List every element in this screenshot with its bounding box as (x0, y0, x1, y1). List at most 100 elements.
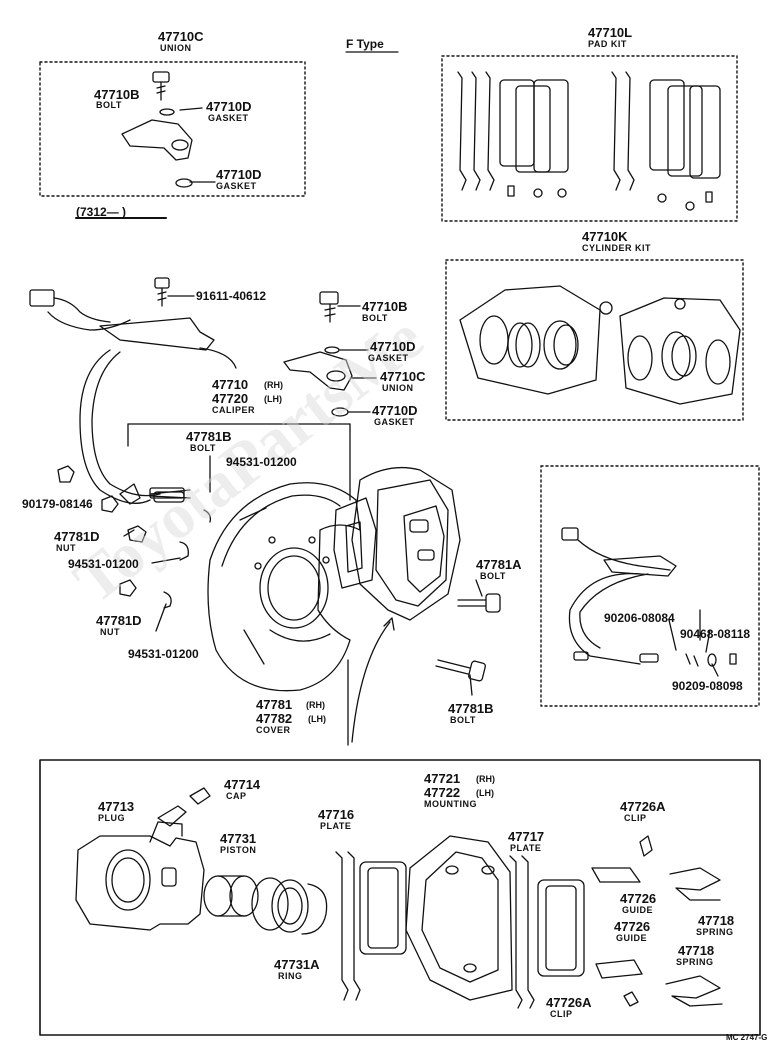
part-number-label: 47720 (212, 391, 249, 406)
part-number-label: 47717 (508, 829, 545, 844)
side-label: (RH) (476, 774, 495, 784)
part-name-label: CALIPER (212, 405, 256, 415)
caliper-bolts (435, 593, 501, 682)
part-number-label: 47731A (274, 957, 320, 972)
brake-pad-inner (359, 861, 407, 955)
part-number-label: 47710 (212, 377, 249, 392)
group-boxes (39, 55, 760, 707)
piston (203, 875, 259, 917)
anti-squeal-plate-2 (509, 855, 535, 1009)
union-group-box (39, 61, 306, 197)
small-hardware-left (57, 465, 212, 609)
part-name-label: NUT (56, 543, 76, 553)
part-number-label: 94531-01200 (68, 557, 139, 571)
part-name-label: CAP (226, 791, 247, 801)
part-number-label: 47710D (216, 167, 262, 182)
part-number-label: 47718 (698, 913, 735, 928)
part-name-label: PLATE (320, 821, 352, 831)
part-number-label: 47722 (424, 785, 461, 800)
part-name-label: PISTON (220, 845, 257, 855)
part-name-label: UNION (382, 383, 414, 393)
part-name-label: GASKET (368, 353, 409, 363)
plug-and-cap (157, 787, 211, 827)
part-number-label: 47713 (98, 799, 135, 814)
part-number-label: 47721 (424, 771, 461, 786)
part-number-label: 47726A (620, 799, 666, 814)
part-name-label: UNION (160, 43, 192, 53)
part-name-label: RING (278, 971, 303, 981)
part-number-label: 47726 (614, 919, 651, 934)
part-number-label: 47718 (678, 943, 715, 958)
part-number-label: 47710D (370, 339, 416, 354)
part-number-label: 47710D (206, 99, 252, 114)
part-number-label: 47716 (318, 807, 355, 822)
part-name-label: PAD KIT (588, 39, 627, 49)
part-number-label: 47710C (158, 29, 204, 44)
part-number-label: 47781D (96, 613, 142, 628)
part-name-label: GUIDE (622, 905, 654, 915)
union-assembly-mid (283, 291, 353, 417)
cylinder-kit-box (445, 259, 744, 421)
part-number-label: 94531-01200 (128, 647, 199, 661)
caliper-exploded-box (39, 759, 761, 1036)
part-name-label: COVER (256, 725, 291, 735)
part-name-label: MOUNTING (424, 799, 477, 809)
part-name-label: GASKET (208, 113, 249, 123)
side-label: (LH) (264, 394, 282, 404)
part-name-label: SPRING (696, 927, 734, 937)
side-label: (RH) (306, 700, 325, 710)
part-number-label: 47726A (546, 995, 592, 1010)
side-label: (LH) (476, 788, 494, 798)
cylinder-body (75, 821, 205, 931)
part-number-label: 47731 (220, 831, 257, 846)
caliper-assembly (333, 466, 461, 621)
part-number-label: 90209-08098 (672, 679, 743, 693)
part-number-label: 47710L (588, 25, 633, 40)
part-name-label: CLIP (624, 813, 647, 823)
sensor-kit-parts (561, 527, 737, 667)
reference-code: MC 2747-G (726, 1033, 768, 1042)
part-number-label: 91611-40612 (196, 289, 267, 303)
part-number-label: 47782 (256, 711, 293, 726)
part-name-label: BOLT (96, 100, 122, 110)
part-number-label: 90179-08146 (22, 497, 93, 511)
side-label: (LH) (308, 714, 326, 724)
part-number-label: 47781A (476, 557, 522, 572)
part-number-label: 47781B (448, 701, 494, 716)
pad-kit-box (441, 55, 738, 222)
part-name-label: NUT (100, 627, 120, 637)
part-number-label: 47710B (94, 87, 140, 102)
cylinder-kit-parts (459, 285, 741, 405)
pad-kit-parts (457, 71, 721, 211)
assembly-arrowhead (383, 617, 395, 631)
part-name-label: BOLT (480, 571, 506, 581)
part-number-label: 47710B (362, 299, 408, 314)
part-number-label: 47714 (224, 777, 261, 792)
part-number-label: 47726 (620, 891, 657, 906)
part-name-label: PLATE (510, 843, 542, 853)
part-name-label: BOLT (190, 443, 216, 453)
part-name-label: BOLT (450, 715, 476, 725)
part-number-label: 47781D (54, 529, 100, 544)
part-number-label: 47710K (582, 229, 628, 244)
part-number-label: 90468-08118 (680, 627, 751, 641)
part-number-label: 94531-01200 (226, 455, 297, 469)
diagram-title: F Type (346, 37, 384, 51)
part-name-label: SPRING (676, 957, 714, 967)
part-number-label: 90206-08084 (604, 611, 675, 625)
assembly-arrow (351, 621, 391, 743)
part-name-label: CYLINDER KIT (582, 243, 651, 253)
union-assembly-top (121, 71, 216, 188)
part-name-label: PLUG (98, 813, 126, 823)
part-number-label: 47710C (380, 369, 426, 384)
leader-lines (123, 295, 719, 746)
part-number-label: 47781 (256, 697, 293, 712)
anti-squeal-plate-1 (335, 851, 361, 1001)
part-name-label: BOLT (362, 313, 388, 323)
piston-seal (251, 877, 309, 933)
part-number-label: 47710D (372, 403, 418, 418)
side-label: (RH) (264, 380, 283, 390)
brake-pad-outer (537, 879, 585, 977)
part-number-label: 47781B (186, 429, 232, 444)
